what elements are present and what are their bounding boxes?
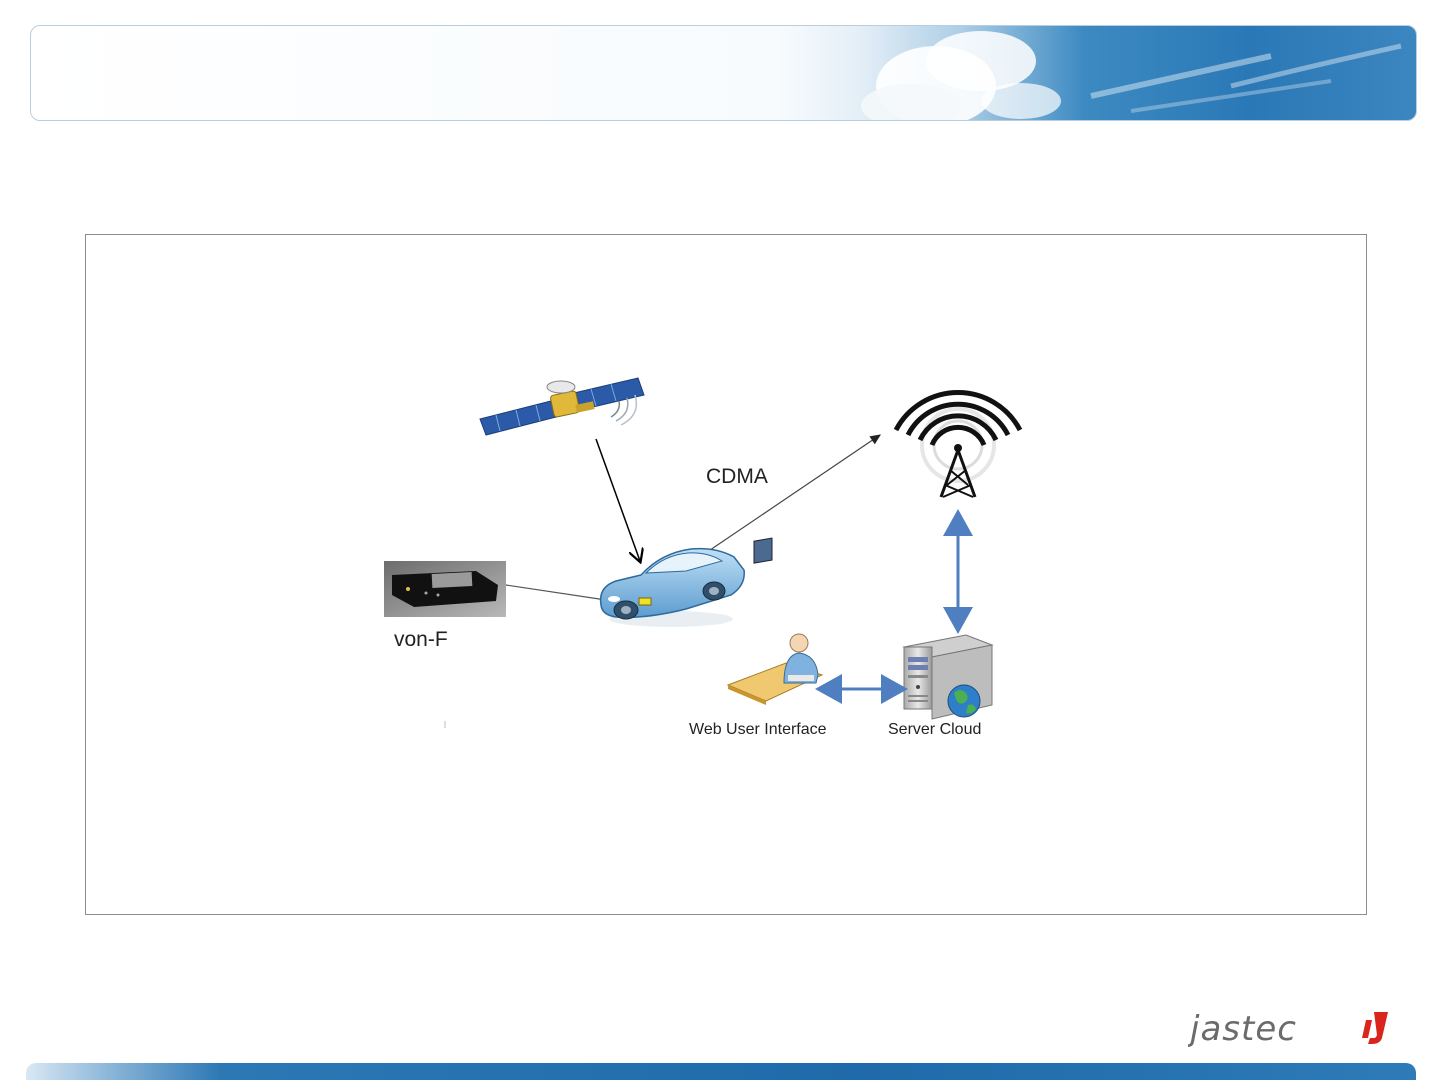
gps-device-icon — [384, 561, 506, 617]
sky-clouds-decoration — [31, 26, 1416, 120]
device-connection-line — [506, 585, 606, 600]
web-ui-label: Web User Interface — [689, 721, 827, 739]
footer-bar — [26, 1063, 1416, 1080]
header-banner — [30, 25, 1417, 121]
globe-icon — [948, 685, 980, 717]
jastec-logo: jastec — [1188, 1008, 1393, 1048]
gps-signal-arrow — [596, 439, 640, 561]
system-diagram: CDMA von-F Web User Interface Server Clo… — [85, 234, 1367, 915]
car-icon — [601, 549, 745, 627]
server-label: Server Cloud — [888, 721, 981, 739]
cell-tower-icon — [896, 392, 1020, 497]
web-user-icon — [728, 538, 822, 705]
device-label: von-F — [394, 628, 448, 652]
diagram-canvas — [86, 235, 1366, 914]
satellite-icon — [480, 378, 644, 435]
cdma-label: CDMA — [706, 465, 768, 489]
svg-text:jastec: jastec — [1188, 1009, 1297, 1048]
